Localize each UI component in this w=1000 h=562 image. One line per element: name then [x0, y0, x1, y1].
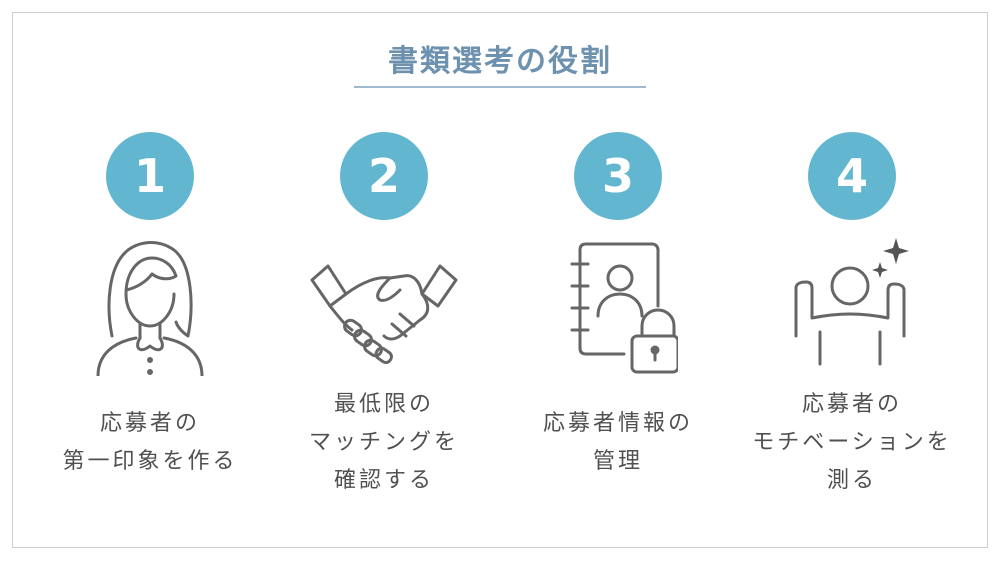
- handshake-icon: [304, 236, 464, 376]
- role-item-3: 3 応募者情報の 管理: [498, 0, 738, 562]
- role-label: 応募者情報の 管理: [542, 411, 693, 474]
- page-title: 書類選考の役割: [388, 44, 612, 79]
- role-label: 応募者の 第一印象を作る: [62, 411, 238, 474]
- motivated-person-icon: [792, 236, 912, 376]
- number-badge: 1: [106, 132, 194, 220]
- woman-icon: [90, 236, 210, 376]
- role-label: 応募者の モチベーションを 測る: [752, 392, 952, 493]
- slide-frame: [12, 12, 988, 548]
- number-badge: 2: [340, 132, 428, 220]
- address-book-lock-icon: [558, 236, 678, 376]
- role-item-1: 1 応募者の 第一印象を作る: [30, 0, 270, 562]
- title-underline: [354, 86, 646, 88]
- number-badge: 3: [574, 132, 662, 220]
- role-item-4: 4 応募者の モチベーションを 測る: [732, 0, 972, 562]
- role-label: 最低限の マッチングを 確認する: [308, 392, 459, 493]
- role-item-2: 2 最低限の マッチングを 確認する: [264, 0, 504, 562]
- number-badge: 4: [808, 132, 896, 220]
